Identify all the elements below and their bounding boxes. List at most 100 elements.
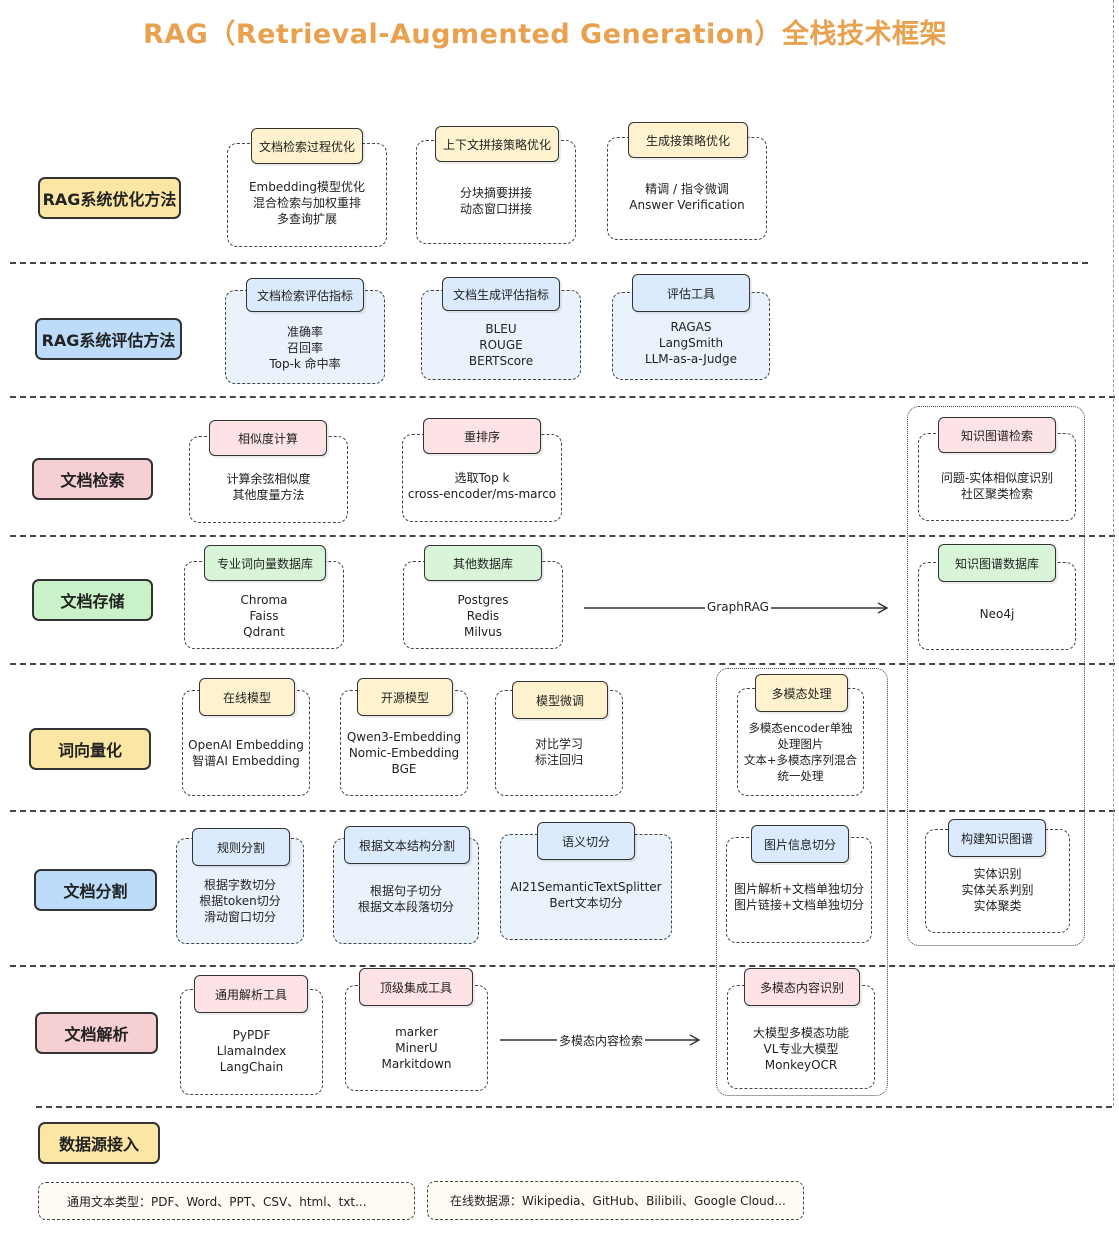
card-line: OpenAI Embedding: [188, 738, 304, 752]
card-line: MinerU: [395, 1041, 438, 1055]
card-title: 图片信息切分: [751, 825, 849, 863]
card-line: 根据文本段落切分: [357, 900, 454, 914]
card-line: 图片链接+文档单独切分: [733, 898, 865, 912]
card-rule-split: 规则分割 根据字数切分 根据token切分 滑动窗口切分: [176, 828, 304, 944]
card-line: Chroma: [240, 593, 288, 607]
right-border: [1113, 0, 1114, 1106]
card-line: LLM-as-a-Judge: [644, 352, 738, 366]
card-line: LlamaIndex: [216, 1044, 287, 1058]
card-similarity: 相似度计算 计算余弦相似度 其他度量方法: [189, 420, 348, 523]
card-rerank: 重排序 选取Top k cross-encoder/ms-marco: [402, 418, 562, 522]
card-line: 精调 / 指令微调: [645, 182, 729, 196]
card-finetune: 模型微调 对比学习 标注回归: [495, 681, 623, 796]
card-multimodal-processing: 多模态处理 多模态encoder单独 处理图片 文本+多模态序列混合 统一处理: [737, 674, 864, 796]
card-image-split: 图片信息切分 图片解析+文档单独切分 图片链接+文档单独切分: [726, 825, 872, 943]
card-line: cross-encoder/ms-marco: [407, 487, 557, 501]
card-line: Markitdown: [381, 1057, 452, 1071]
card-title: 在线模型: [199, 678, 295, 716]
card-line: 其他度量方法: [232, 488, 305, 502]
card-build-kg: 构建知识图谱 实体识别 实体关系判别 实体聚类: [925, 819, 1070, 933]
card-retrieval-metrics: 文档检索评估指标 准确率 召回率 Top-k 命中率: [225, 278, 385, 384]
card-title: 知识图谱检索: [938, 417, 1056, 453]
card-title: 模型微调: [512, 681, 608, 719]
card-line: 文本+多模态序列混合: [743, 753, 858, 767]
row-label-storage: 文档存储: [32, 579, 153, 621]
card-line: AI21SemanticTextSplitter: [510, 880, 662, 894]
card-open-models: 开源模型 Qwen3-Embedding Nomic-Embedding BGE: [340, 678, 468, 796]
row-divider: [10, 965, 1115, 967]
card-title: 根据文本结构分割: [344, 826, 470, 864]
card-line: 对比学习: [534, 737, 583, 751]
card-line: 根据句子切分: [369, 884, 442, 898]
card-line: Neo4j: [979, 607, 1015, 621]
text-types-box: 通用文本类型：PDF、Word、PPT、CSV、html、txt...: [38, 1182, 415, 1220]
online-sources-box: 在线数据源：Wikipedia、GitHub、Bilibili、Google C…: [427, 1181, 804, 1220]
card-line: Answer Verification: [629, 198, 745, 212]
card-line: BLEU: [485, 322, 517, 336]
row-divider: [10, 396, 1115, 398]
row-divider: [10, 810, 1115, 812]
card-line: 多模态encoder单独: [748, 721, 853, 735]
card-integration-tools: 顶级集成工具 marker MinerU Markitdown: [345, 968, 488, 1091]
card-line: 实体识别: [973, 867, 1022, 881]
card-parsing-tools: 通用解析工具 PyPDF LlamaIndex LangChain: [180, 975, 323, 1095]
card-kg-db: 知识图谱数据库 Neo4j: [918, 544, 1076, 650]
row-divider: [10, 535, 1115, 537]
card-retrieval-optimization: 文档检索过程优化 Embedding模型优化 混合检索与加权重排 多查询扩展: [227, 128, 387, 247]
card-line: Bert文本切分: [549, 896, 623, 910]
card-title: 开源模型: [357, 678, 453, 716]
card-line: Embedding模型优化: [248, 180, 366, 194]
card-line: 实体聚类: [973, 899, 1022, 913]
row-label-splitting: 文档分割: [34, 869, 157, 911]
card-line: 准确率: [286, 325, 323, 339]
card-title: 评估工具: [632, 274, 750, 312]
card-line: 大模型多模态功能: [752, 1026, 849, 1040]
row-label-parsing: 文档解析: [35, 1012, 158, 1054]
card-line: LangChain: [219, 1060, 284, 1074]
card-line: Redis: [466, 609, 500, 623]
card-line: Postgres: [457, 593, 509, 607]
card-line: RAGAS: [670, 320, 712, 334]
card-title: 其他数据库: [424, 545, 542, 581]
card-line: 社区聚类检索: [960, 487, 1033, 501]
card-line: 标注回归: [534, 753, 583, 767]
card-line: 选取Top k: [454, 471, 510, 485]
card-title: 规则分割: [192, 828, 290, 866]
card-title: 语义切分: [537, 822, 635, 860]
card-title: 文档检索评估指标: [246, 278, 364, 312]
card-line: Faiss: [249, 609, 279, 623]
card-title: 通用解析工具: [194, 975, 308, 1013]
card-line: Qwen3-Embedding: [346, 730, 462, 744]
card-other-db: 其他数据库 Postgres Redis Milvus: [403, 545, 563, 649]
card-line: 图片解析+文档单独切分: [733, 882, 865, 896]
row-divider: [36, 1106, 1112, 1108]
card-line: 分块摘要拼接: [459, 186, 532, 200]
card-title: 多模态内容识别: [744, 968, 860, 1006]
card-line: Milvus: [464, 625, 502, 639]
card-title: 相似度计算: [209, 420, 327, 456]
card-line: 多查询扩展: [276, 212, 337, 226]
card-title: 专业词向量数据库: [204, 545, 326, 581]
row-divider: [10, 262, 1088, 264]
card-title: 构建知识图谱: [948, 819, 1046, 857]
card-vector-db: 专业词向量数据库 Chroma Faiss Qdrant: [184, 545, 344, 649]
card-line: Nomic-Embedding: [348, 746, 460, 760]
card-line: 处理图片: [777, 737, 824, 751]
card-title: 上下文拼接策略优化: [435, 126, 559, 162]
row-divider: [10, 663, 1115, 665]
row-label-evaluation: RAG系统评估方法: [35, 318, 182, 360]
card-line: 智谱AI Embedding: [192, 754, 300, 768]
card-line: 混合检索与加权重排: [252, 196, 361, 210]
card-line: BERTScore: [468, 354, 534, 368]
card-title: 知识图谱数据库: [938, 544, 1056, 582]
page-title: RAG（Retrieval-Augmented Generation）全栈技术框…: [142, 19, 948, 50]
card-eval-tools: 评估工具 RAGAS LangSmith LLM-as-a-Judge: [612, 274, 770, 380]
card-title: 顶级集成工具: [359, 968, 473, 1006]
card-title: 文档生成评估指标: [442, 277, 560, 311]
card-title: 文档检索过程优化: [251, 128, 363, 164]
card-line: MonkeyOCR: [764, 1058, 838, 1072]
card-line: 滑动窗口切分: [203, 910, 276, 924]
multimodal-region: [716, 668, 888, 1096]
card-line: BGE: [391, 762, 417, 776]
knowledge-graph-region: [907, 406, 1085, 946]
